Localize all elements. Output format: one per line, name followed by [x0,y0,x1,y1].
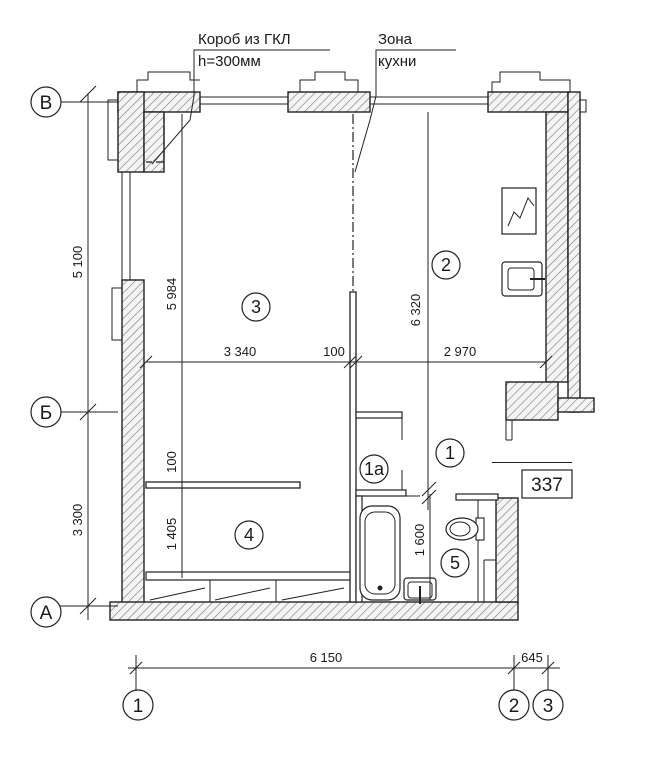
dim-bath-height: 1 600 [412,524,427,557]
dimension-lines [60,85,560,690]
wall-right-stub [557,397,595,413]
partition-main [349,291,357,603]
kitchen-note-line2: кухни [378,53,416,70]
room-labels: 3 2 1 1а 4 5 [234,250,470,578]
tag-label: 337 [531,475,563,496]
toilet-icon [445,517,485,541]
axis-row-top: В [40,93,53,114]
dim-wall-thick: 100 [323,344,345,359]
dim-bottom-right: 645 [521,650,543,665]
dim-width-right: 2 970 [444,344,477,359]
axis-col-2: 2 [509,696,520,717]
dim-right-height: 6 320 [408,294,423,327]
room-4-label: 4 [244,525,254,545]
dim-width-left: 3 340 [224,344,257,359]
room-1a-label: 1а [364,459,385,479]
dim-partition: 100 [164,451,179,473]
dim-inner-height: 5 984 [164,278,179,311]
gkl-box-outline [146,114,165,163]
room-5-label: 5 [450,553,460,573]
wall-left-lower [121,279,145,611]
tag-box [521,469,573,499]
box-note-line2: h=300мм [198,53,261,70]
axis-row-mid: Б [40,403,52,424]
walls [107,71,595,621]
room-3-label: 3 [251,297,261,317]
wall-bottom [109,601,519,621]
wall-bath-right [495,497,519,603]
wall-right [545,111,569,383]
partition-room4 [145,481,301,489]
stove-icon [501,187,537,235]
dim-left-upper: 5 100 [70,246,85,279]
axis-col-3: 3 [543,696,554,717]
closet-front [145,571,351,581]
dim-bottom-total: 6 150 [310,650,343,665]
bathtub-icon [359,505,401,601]
dim-left-lower: 3 300 [70,504,85,537]
box-note-line1: Короб из ГКЛ [198,31,291,48]
axis-col-1: 1 [133,696,144,717]
wall-top-mid [287,91,371,113]
wall-top-right [487,91,569,113]
wall-right-outer [567,91,581,413]
axis-bubbles: В Б А 1 2 3 [30,86,564,721]
fixtures [359,187,545,604]
wall-left-pier [143,111,165,173]
axis-row-bottom: А [40,603,53,624]
room-2-label: 2 [441,255,451,275]
dim-room4-height: 1 405 [164,518,179,551]
wall-left-upper [117,91,145,173]
kitchen-note-line1: Зона [378,31,413,48]
room-1-label: 1 [445,443,455,463]
wall-right-block [505,381,559,421]
